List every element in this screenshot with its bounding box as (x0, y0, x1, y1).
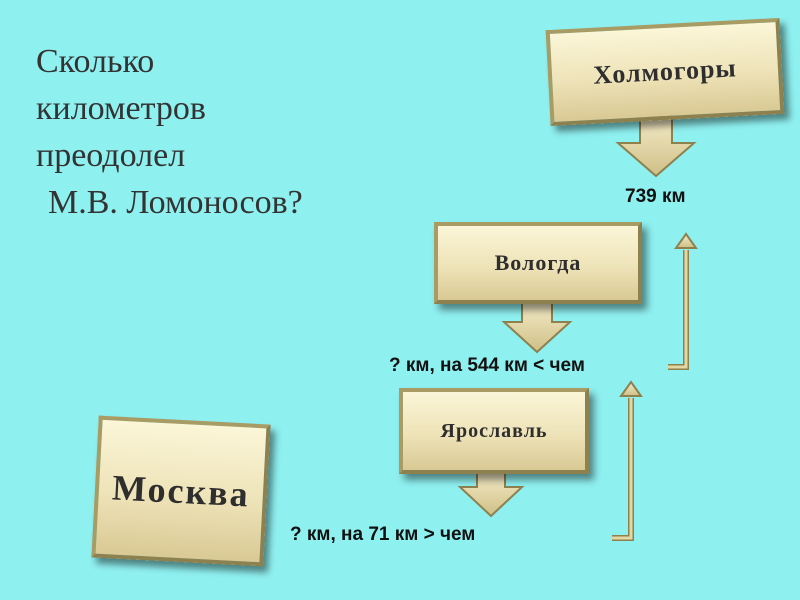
city-label: Холмогоры (592, 53, 738, 90)
city-plate-vologda: Вологда (434, 222, 642, 304)
down-arrow-kholmogory (615, 115, 697, 178)
distance-yaroslavl-vologda: ? км, на 544 км < чем (389, 355, 585, 376)
question-text: Сколько километров преодолел М.В. Ломоно… (36, 38, 303, 226)
city-plate-kholmogory: Холмогоры (545, 17, 785, 127)
distance-moskva-yaroslavl: ? км, на 71 км > чем (290, 524, 476, 545)
city-label: Москва (111, 467, 251, 515)
city-plate-moskva: Москва (91, 415, 271, 567)
city-label: Ярославль (440, 419, 548, 442)
question-line: преодолел (36, 137, 186, 174)
city-plate-yaroslavl: Ярославль (399, 388, 589, 474)
bent-arrow-to-vologda (612, 398, 634, 541)
bent-arrow-to-vologda-inner (612, 398, 633, 540)
bent-arrow-to-kholmogory-inner (668, 250, 688, 369)
question-line: Сколько (36, 43, 155, 80)
down-arrow-vologda (501, 301, 573, 354)
up-arrowhead-vologda (619, 380, 643, 397)
distance-vologda-kholmogory: 739 км (625, 186, 686, 207)
down-arrow-yaroslavl (457, 471, 525, 518)
question-line: М.В. Ломоносов? (48, 184, 303, 221)
city-label: Вологда (494, 250, 582, 275)
bent-arrow-to-kholmogory (668, 250, 689, 370)
up-arrowhead-kholmogory (674, 232, 698, 249)
question-line: километров (36, 90, 206, 127)
